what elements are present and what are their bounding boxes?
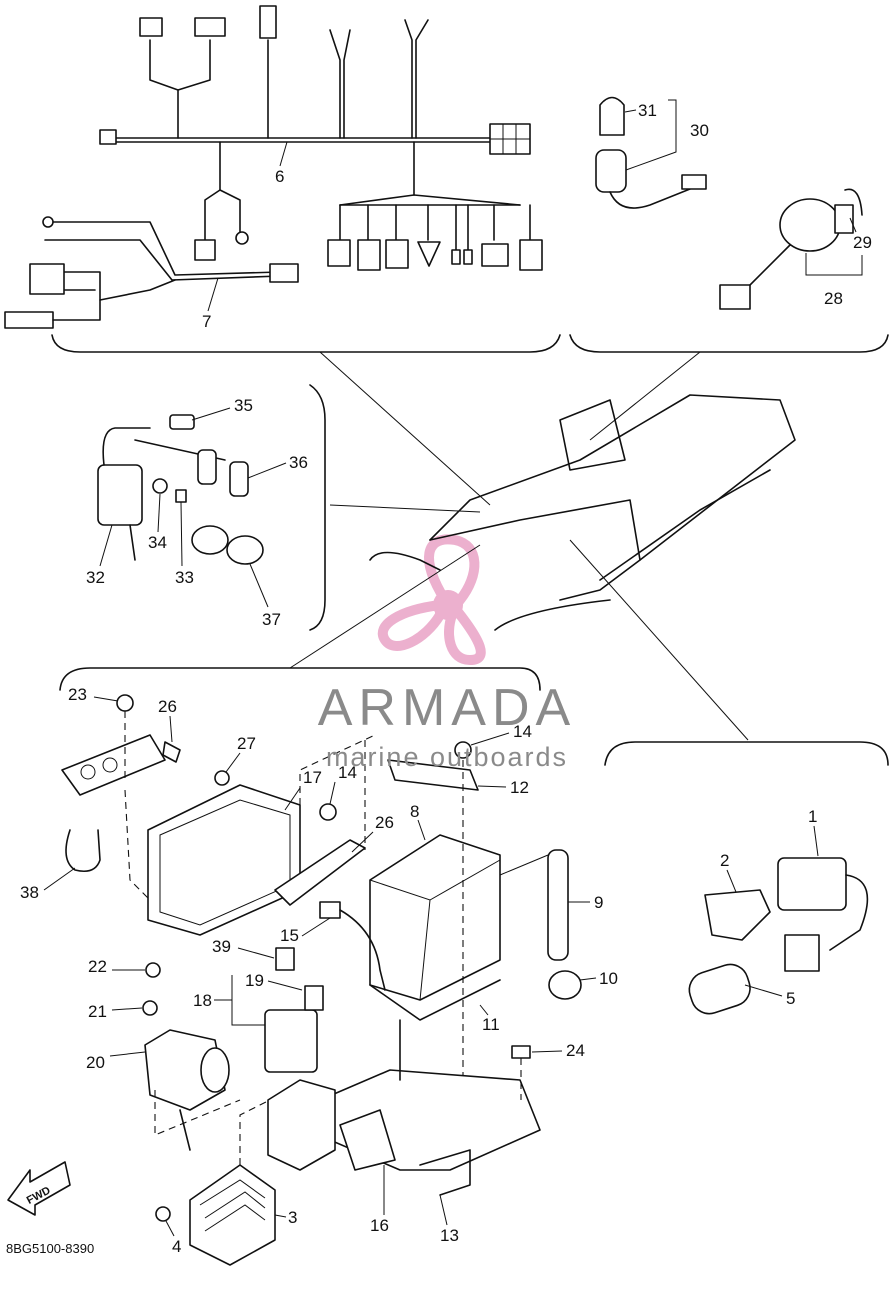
group-bracket-mid <box>309 384 326 631</box>
ignition-coil-group <box>97 414 264 565</box>
part-number: 14 <box>338 763 357 782</box>
part-number: 10 <box>599 969 618 988</box>
part-number: 3 <box>288 1208 297 1227</box>
part-number: 18 <box>193 991 212 1010</box>
group-bracket-lower-left <box>59 667 541 691</box>
group-bracket-left <box>51 334 561 353</box>
part-number: 39 <box>212 937 231 956</box>
watermark-tagline: marine outboards <box>326 742 568 772</box>
part-number: 9 <box>594 893 603 912</box>
part-number-labels: 1 2 3 4 5 6 7 8 9 10 11 12 13 14 14 15 1… <box>20 101 872 1256</box>
part-number: 34 <box>148 533 167 552</box>
part-number: 23 <box>68 685 87 704</box>
drawing-code: 8BG5100-8390 <box>6 1241 94 1256</box>
part-number: 15 <box>280 926 299 945</box>
part-number: 13 <box>440 1226 459 1245</box>
indicator-bulb-group <box>595 96 707 209</box>
switch-group <box>719 188 863 310</box>
part-number: 20 <box>86 1053 105 1072</box>
part-number: 1 <box>808 807 817 826</box>
part-number: 16 <box>370 1216 389 1235</box>
part-number: 26 <box>158 697 177 716</box>
part-number: 24 <box>566 1041 585 1060</box>
part-number: 6 <box>275 167 284 186</box>
part-number: 4 <box>172 1237 181 1256</box>
part-number: 17 <box>303 768 322 787</box>
group-bracket-right <box>569 334 889 353</box>
part-number: 12 <box>510 778 529 797</box>
part-number: 33 <box>175 568 194 587</box>
part-number: 7 <box>202 312 211 331</box>
leader-line <box>329 504 481 513</box>
group-bracket-lower-right <box>604 741 889 766</box>
leader-line <box>589 351 701 441</box>
armada-logo-icon <box>378 534 486 666</box>
part-number: 27 <box>237 734 256 753</box>
part-number: 22 <box>88 957 107 976</box>
part-number: 14 <box>513 722 532 741</box>
electrical-box-group <box>61 694 582 1266</box>
forward-arrow-icon: FWD <box>7 1161 71 1216</box>
part-number: 35 <box>234 396 253 415</box>
part-number: 19 <box>245 971 264 990</box>
part-number: 26 <box>375 813 394 832</box>
leader-line <box>319 351 491 506</box>
part-number: 32 <box>86 568 105 587</box>
vehicle-outline <box>369 394 796 631</box>
part-number: 30 <box>690 121 709 140</box>
part-number: 31 <box>638 101 657 120</box>
part-number: 21 <box>88 1002 107 1021</box>
part-number: 36 <box>289 453 308 472</box>
leader-line <box>289 544 481 669</box>
part-number: 2 <box>720 851 729 870</box>
part-number: 8 <box>410 802 419 821</box>
part-number: 11 <box>482 1015 500 1034</box>
wire-harness-group <box>4 5 543 329</box>
watermark-brand: ARMADA <box>318 679 576 737</box>
leader-line <box>569 539 749 741</box>
part-number: 28 <box>824 289 843 308</box>
part-number: 38 <box>20 883 39 902</box>
sensor-group <box>688 857 869 1015</box>
watermark: ARMADA marine outboards <box>318 679 576 772</box>
part-number: 37 <box>262 610 281 629</box>
part-number: 29 <box>853 233 872 252</box>
part-number: 5 <box>786 989 795 1008</box>
